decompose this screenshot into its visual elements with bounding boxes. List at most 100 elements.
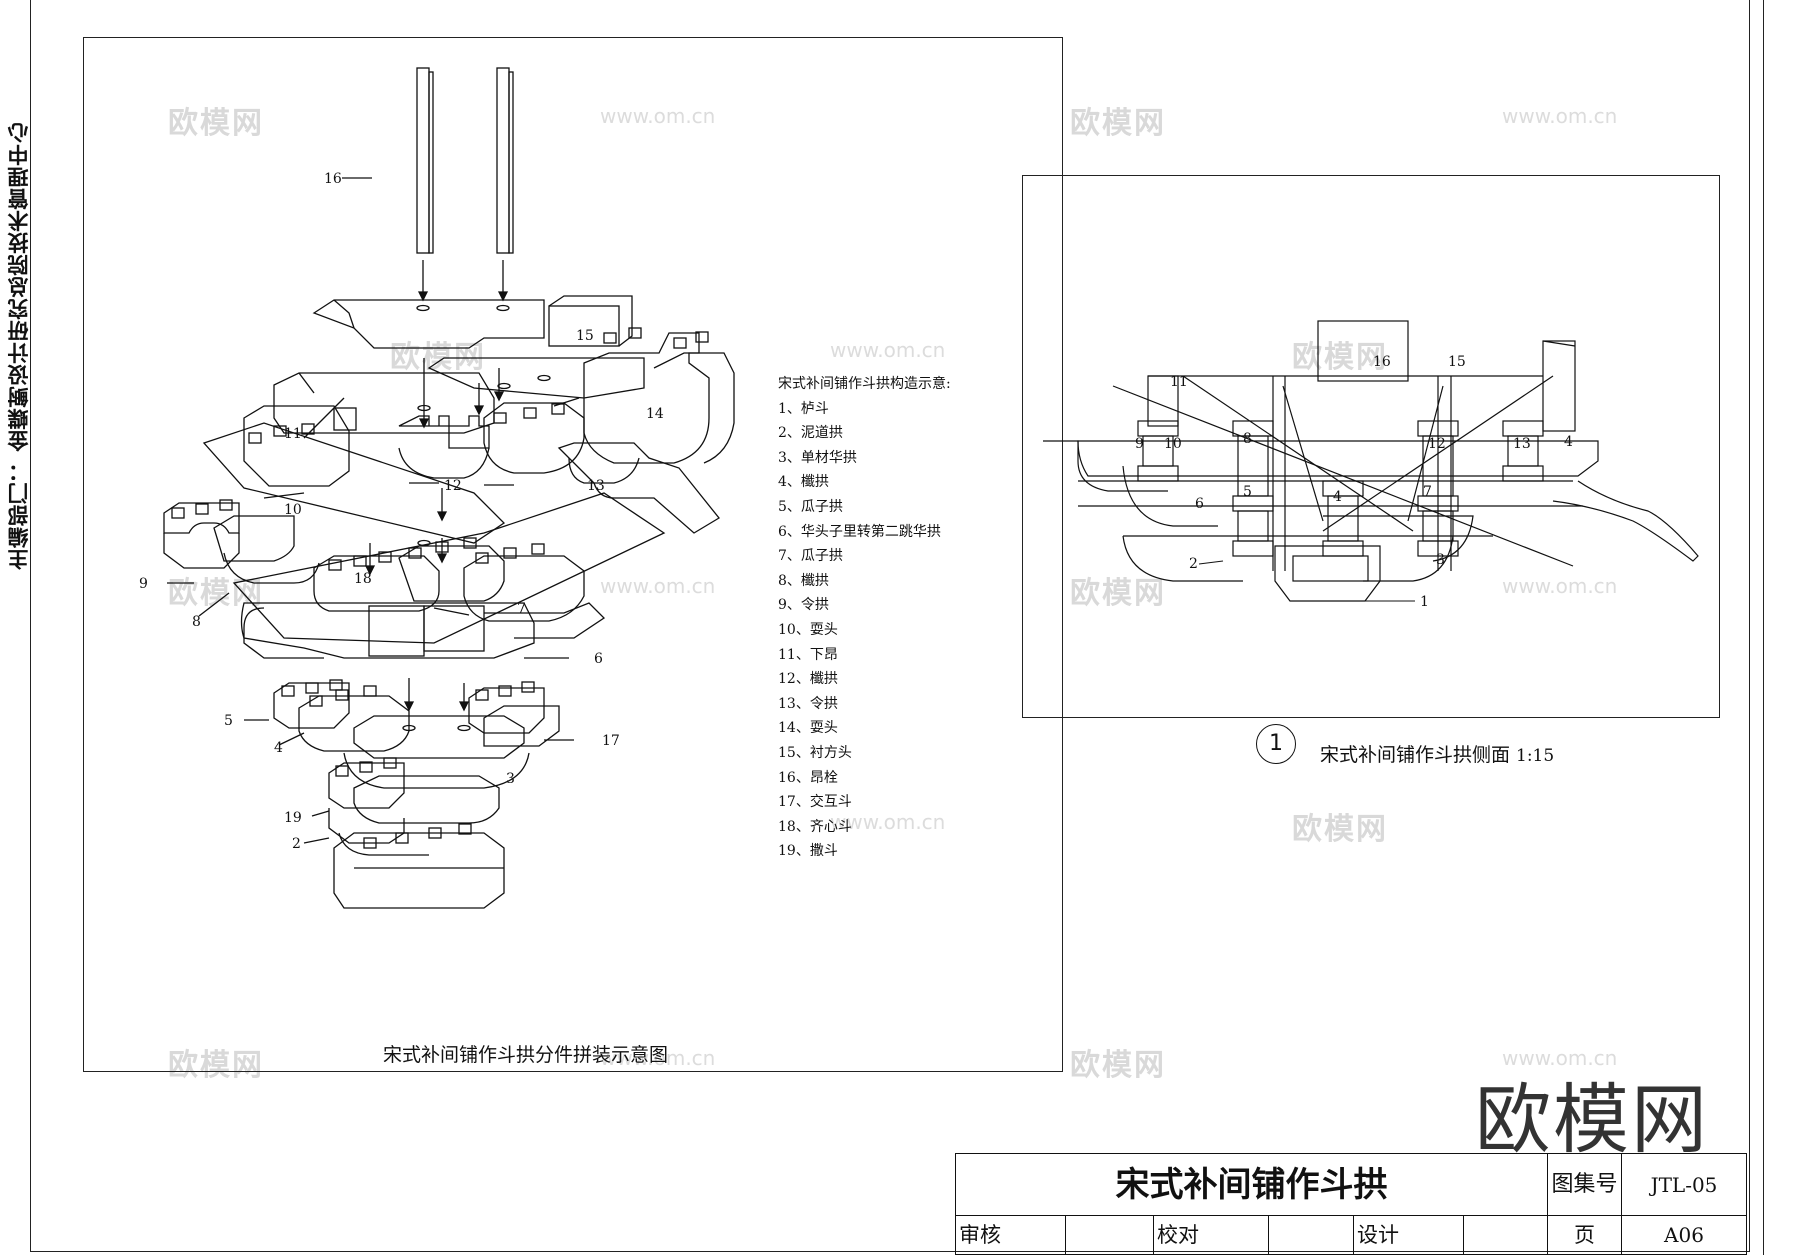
watermark-logo: 欧模网 <box>168 1048 264 1083</box>
brand-logo-text: 欧模网 <box>1475 1075 1709 1164</box>
watermark-url: www.om.cn <box>600 574 716 598</box>
design-signature-cell <box>1464 1216 1548 1254</box>
side-label-13: 13 <box>1513 436 1531 452</box>
legend-item: 8、櫼拱 <box>778 572 829 589</box>
label-6: 6 <box>594 651 603 667</box>
exploded-view-caption: 宋式补间铺作斗拱分件拼装示意图 <box>383 1044 669 1066</box>
side-label-3: 3 <box>1436 552 1445 568</box>
side-label-15: 15 <box>1448 354 1466 370</box>
legend-item: 14、耍头 <box>778 720 838 737</box>
side-label-5: 5 <box>1243 484 1252 500</box>
set-number-value: JTL-05 <box>1622 1154 1746 1216</box>
review-signature-cell <box>1066 1216 1154 1254</box>
legend-title: 宋式补间铺作斗拱构造示意: <box>778 376 951 392</box>
label-14: 14 <box>646 406 664 422</box>
legend-item: 4、櫼拱 <box>778 474 829 491</box>
title-block: 宋式补间铺作斗拱 图集号 JTL-05 审核 校对 设计 页 A06 <box>955 1153 1747 1255</box>
exploded-part-labels: 16 15 14 11 12 13 10 9 8 18 7 6 5 4 17 3… <box>139 171 664 852</box>
label-7: 7 <box>517 601 526 617</box>
side-label-10: 10 <box>1164 436 1182 452</box>
label-10: 10 <box>284 502 302 518</box>
legend-item: 3、单材华拱 <box>778 449 857 466</box>
watermark-logo: 欧模网 <box>1070 1048 1166 1083</box>
label-16: 16 <box>324 171 342 187</box>
leader-lines <box>167 177 580 844</box>
legend-item: 9、令拱 <box>778 597 829 614</box>
drawing-title: 宋式补间铺作斗拱 <box>956 1154 1548 1216</box>
legend-item: 5、瓜子拱 <box>778 498 843 515</box>
label-17: 17 <box>602 733 620 749</box>
side-label-12: 12 <box>1428 436 1446 452</box>
watermark-logo: 欧模网 <box>168 576 264 611</box>
watermark-url: www.om.cn <box>830 810 946 834</box>
legend-item: 13、令拱 <box>778 695 838 712</box>
legend-item: 18、齐心斗 <box>778 818 852 835</box>
set-number-label: 图集号 <box>1548 1154 1622 1216</box>
part-1-outline <box>1274 545 1381 602</box>
block-1-outline <box>1292 555 1369 582</box>
side-view-scale: 1:15 <box>1516 746 1555 766</box>
side-label-2: 2 <box>1189 556 1198 572</box>
side-label-11: 11 <box>1170 374 1188 390</box>
component-legend: 宋式补间铺作斗拱构造示意: 1、栌斗 2、泥道拱 3、单材华拱 4、櫼拱 5、瓜… <box>778 372 951 864</box>
page-value: A06 <box>1664 1223 1704 1247</box>
arch-2 <box>1122 535 1243 582</box>
legend-item: 16、昂栓 <box>778 769 838 786</box>
legend-item: 17、交互斗 <box>778 794 852 811</box>
side-view-panel: 16 15 11 9 10 8 12 13 4 5 4 7 6 2 3 1 <box>1022 175 1720 718</box>
review-label: 审核 <box>956 1216 1066 1254</box>
tier-3-4-5-17-outline <box>273 678 560 789</box>
tier-6-7-18-outline <box>240 488 606 659</box>
stacked-brackets <box>1137 420 1544 557</box>
label-3: 3 <box>506 771 515 787</box>
legend-item: 6、华头子里转第二跳华拱 <box>778 523 941 540</box>
label-2: 2 <box>292 836 301 852</box>
label-12: 12 <box>444 478 462 494</box>
legend-item: 12、櫼拱 <box>778 671 838 688</box>
design-label: 设计 <box>1354 1216 1464 1254</box>
page-label: 页 <box>1548 1216 1622 1254</box>
label-8: 8 <box>192 614 201 630</box>
label-5: 5 <box>224 713 233 729</box>
watermark-logo: 欧模网 <box>1070 576 1166 611</box>
exploded-assembly-drawing: 16 15 14 11 12 13 10 9 8 18 7 6 5 4 17 3… <box>139 67 735 909</box>
side-label-4-right: 4 <box>1564 434 1573 450</box>
label-13: 13 <box>587 478 605 494</box>
watermark-url: www.om.cn <box>1502 574 1618 598</box>
tier-1-2-19-outline <box>328 757 505 909</box>
bolt-16-parts <box>416 67 514 302</box>
legend-item: 2、泥道拱 <box>778 425 843 442</box>
legend-item: 10、耍头 <box>778 621 838 638</box>
watermark-url: www.om.cn <box>600 104 716 128</box>
detail-number-circle: 1 <box>1256 724 1296 764</box>
side-view-caption-text: 宋式补间铺作斗拱侧面 <box>1320 744 1511 766</box>
part-15-outline <box>312 295 633 429</box>
label-11: 11 <box>284 426 302 442</box>
label-4: 4 <box>274 740 283 756</box>
label-9: 9 <box>139 576 148 592</box>
side-label-4: 4 <box>1333 489 1342 505</box>
arch-3 <box>1363 535 1454 582</box>
side-label-7: 7 <box>1423 484 1432 500</box>
legend-item: 19、撒斗 <box>778 843 838 860</box>
check-signature-cell <box>1269 1216 1354 1254</box>
tier-8-9-10-outline <box>163 405 666 644</box>
side-label-8: 8 <box>1243 431 1252 447</box>
exploded-view-panel: 16 15 14 11 12 13 10 9 8 18 7 6 5 4 17 3… <box>83 37 1063 1072</box>
legend-item: 7、瓜子拱 <box>778 548 843 565</box>
label-19: 19 <box>284 810 302 826</box>
legend-item: 15、衬方头 <box>778 744 852 761</box>
side-elevation-drawing: 16 15 11 9 10 8 12 13 4 5 4 7 6 2 3 1 <box>1043 320 1699 610</box>
watermark-logo: 欧模网 <box>1070 106 1166 141</box>
side-part-labels: 16 15 11 9 10 8 12 13 4 5 4 7 6 2 3 1 <box>1135 354 1573 610</box>
watermark-logo: 欧模网 <box>168 106 264 141</box>
watermark-url: www.om.cn <box>1502 104 1618 128</box>
watermark-url: www.om.cn <box>830 338 946 362</box>
watermark-url: www.om.cn <box>600 1046 716 1070</box>
side-label-1: 1 <box>1420 594 1429 610</box>
watermark-url: www.om.cn <box>1502 1046 1618 1070</box>
part-14-outline <box>427 327 735 464</box>
side-label-16: 16 <box>1373 354 1391 370</box>
side-label-6: 6 <box>1195 496 1204 512</box>
